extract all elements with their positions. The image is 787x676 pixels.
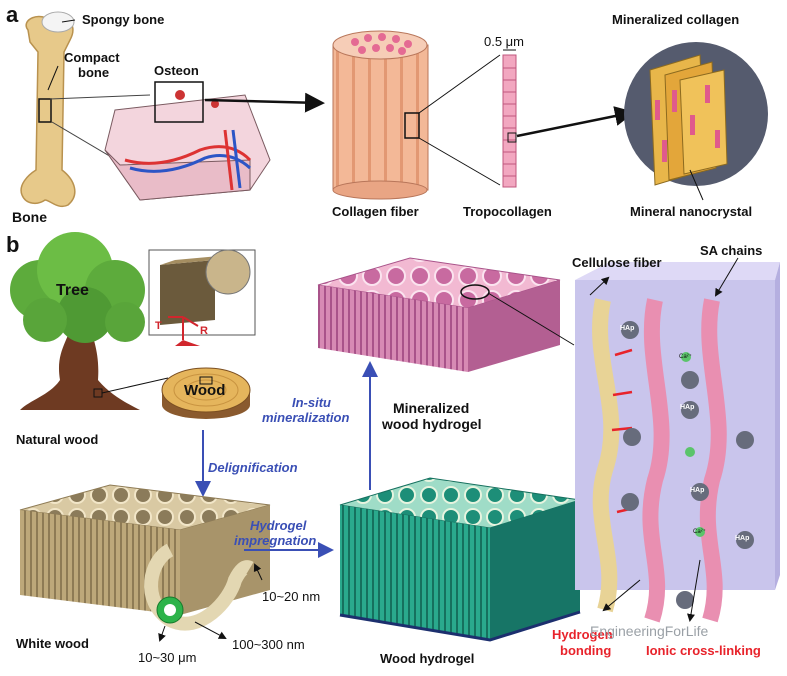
osteon-label: Osteon bbox=[154, 63, 199, 78]
delignification-label: Delignification bbox=[208, 460, 298, 475]
watermark: EngineeringForLife bbox=[590, 623, 709, 639]
hap-label-2: HAp bbox=[680, 404, 695, 411]
white-wood-block bbox=[19, 484, 271, 631]
mineralized-collagen-illustration bbox=[624, 42, 768, 186]
size-10-30um-label: 10~30 μm bbox=[138, 650, 197, 665]
osteon-block bbox=[49, 81, 271, 201]
mineralized-wood-hydrogel-block bbox=[317, 257, 561, 372]
hydrogen-bonding-label-line1: Hydrogen bbox=[552, 627, 613, 642]
sa-chains-label: SA chains bbox=[700, 243, 763, 258]
spongy-bone-leader bbox=[61, 19, 76, 23]
white-wood-label: White wood bbox=[16, 636, 89, 651]
t-axis-label: T bbox=[155, 320, 162, 332]
bone-label: Bone bbox=[12, 209, 47, 225]
size-10-20nm-label: 10~20 nm bbox=[262, 589, 321, 604]
spongy-bone-label: Spongy bone bbox=[82, 12, 165, 27]
hydrogel-impregnation-label-line2: impregnation bbox=[234, 533, 317, 548]
ca-label-1: Ca²⁺ bbox=[679, 354, 692, 360]
ionic-cross-linking-label: Ionic cross-linking bbox=[646, 643, 761, 658]
hydrogen-bonding-label-line2: bonding bbox=[560, 643, 612, 658]
hap-label-1: HAp bbox=[620, 325, 635, 332]
natural-wood-label: Natural wood bbox=[16, 432, 99, 447]
tropocollagen-label: Tropocollagen bbox=[463, 204, 552, 219]
wood-microstructure-inset bbox=[148, 249, 256, 346]
hydrogel-impregnation-label-line1: Hydrogel bbox=[250, 518, 307, 533]
hap-label-3: HAp bbox=[690, 487, 705, 494]
scale-label: 0.5 μm bbox=[484, 34, 525, 49]
hap-label-4: HAp bbox=[735, 535, 750, 542]
wood-hydrogel-label: Wood hydrogel bbox=[380, 651, 475, 666]
wood-disc bbox=[161, 367, 251, 419]
panel-b-label: b bbox=[6, 232, 20, 257]
mineralized-collagen-label: Mineralized collagen bbox=[612, 12, 740, 27]
ca-label-2: Ca²⁺ bbox=[693, 529, 706, 535]
mineralized-wood-hydrogel-label-line1: Mineralized bbox=[393, 400, 470, 416]
tropocollagen-illustration bbox=[502, 49, 517, 188]
cellulose-fiber-label: Cellulose fiber bbox=[572, 255, 662, 270]
tree-label: Tree bbox=[56, 282, 89, 299]
mineralized-wood-hydrogel-label-line2: wood hydrogel bbox=[382, 416, 482, 432]
in-situ-label-line1: In-situ bbox=[292, 395, 331, 410]
r-axis-label: R bbox=[200, 325, 208, 337]
tree-illustration bbox=[10, 232, 145, 410]
compact-bone-label-line1: Compact bbox=[64, 50, 120, 65]
collagen-fiber-label: Collagen fiber bbox=[332, 204, 419, 219]
collagen-fiber-illustration bbox=[332, 30, 429, 200]
mineral-nanocrystal-label: Mineral nanocrystal bbox=[630, 204, 753, 219]
in-situ-label-line2: mineralization bbox=[262, 410, 350, 425]
panel-a-label: a bbox=[6, 2, 19, 27]
bone-illustration bbox=[20, 11, 76, 208]
wood-hydrogel-block bbox=[339, 477, 581, 642]
molecular-schematic bbox=[575, 262, 780, 623]
compact-bone-label-line2: bone bbox=[78, 65, 110, 80]
size-100-300nm-label: 100~300 nm bbox=[232, 637, 305, 652]
wood-label: Wood bbox=[184, 382, 226, 399]
